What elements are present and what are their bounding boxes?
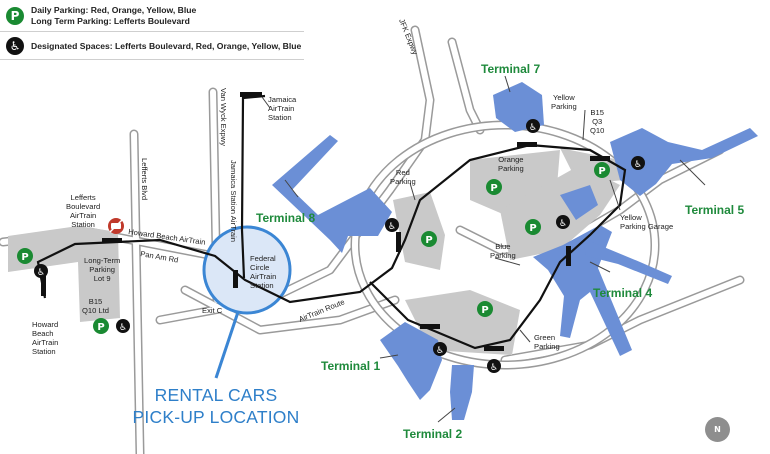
leader-lines (261, 75, 706, 423)
terminal-2-label: Terminal 2 (403, 427, 463, 441)
lefferts-station-label: Lefferts Boulevard AirTrain Station (66, 193, 101, 229)
terminal-1-station-bar (420, 324, 440, 329)
terminal-5-station-bar (590, 156, 610, 161)
parking-icon: P (6, 7, 24, 25)
wheelchair-icon: ♿ (526, 119, 540, 133)
parking-icon: P (486, 179, 502, 195)
lefferts-blvd-label: Lefferts Blvd (140, 158, 149, 200)
parking-markers: P P P P P P P (17, 162, 610, 334)
wheelchair-icon: ♿ (631, 156, 645, 170)
map-legend: P Daily Parking: Red, Orange, Yellow, Bl… (0, 0, 304, 60)
accessible-markers: ♿ ♿ ♿ ♿ ♿ ♿ ♿ ♿ (34, 119, 645, 373)
blue-garage-building (560, 185, 598, 220)
howard-beach-station-bar (41, 276, 46, 296)
wheelchair-icon: ♿ (556, 215, 570, 229)
svg-text:♿: ♿ (37, 268, 45, 278)
long-term-lot (8, 226, 120, 322)
svg-text:P: P (425, 235, 432, 246)
svg-text:♿: ♿ (559, 219, 567, 229)
legend-row-parking: P Daily Parking: Red, Orange, Yellow, Bl… (0, 0, 304, 32)
parking-icon: P (421, 231, 437, 247)
wheelchair-icon: ♿ (487, 359, 501, 373)
terminal-1-label: Terminal 1 (321, 359, 381, 373)
lefferts-station-bar (102, 238, 122, 243)
svg-text:♿: ♿ (529, 123, 537, 133)
terminal-8-building (272, 135, 392, 253)
svg-text:P: P (481, 305, 488, 316)
terminal-4-label: Terminal 4 (593, 286, 653, 300)
terminal-4-east-pier (582, 238, 672, 284)
red-lot (393, 192, 445, 270)
red-parking-label: Red Parking (390, 168, 416, 186)
howard-beach-station-label: Howard Beach AirTrain Station (32, 320, 59, 356)
north-arrow-icon: N (705, 417, 730, 442)
bus-b15-q3-q10-label: B15 Q3 Q10 (590, 108, 605, 135)
wheelchair-icon: ♿ (116, 319, 130, 333)
wheelchair-icon: ♿ (385, 218, 399, 232)
svg-text:♿: ♿ (634, 160, 642, 170)
svg-text:♿: ♿ (490, 363, 498, 373)
svg-text:P: P (97, 322, 104, 333)
legend-long-term-parking: Long Term Parking: Lefferts Boulevard (31, 16, 190, 26)
rental-pointer-line (214, 311, 240, 379)
jamaica-line-label: Jamaica Station AirTrain (229, 160, 238, 242)
exit-c-label: Exit C (202, 306, 223, 315)
north-label: N (714, 425, 721, 434)
federal-circle-station-bar (233, 270, 238, 288)
blue-parking-label: Blue Parking (490, 242, 516, 260)
legend-row-accessible: ♿ Designated Spaces: Lefferts Boulevard,… (0, 32, 304, 60)
terminal-1-building (380, 322, 442, 400)
svg-text:♿: ♿ (436, 346, 444, 356)
long-term-parking-label: Long-Term Parking Lot 9 (84, 256, 121, 283)
van-wyck-label: Van Wyck Expwy (219, 88, 228, 146)
rental-cars-line2: PICK-UP LOCATION (132, 407, 300, 427)
terminal-7-label: Terminal 7 (481, 62, 541, 76)
svg-text:♿: ♿ (388, 222, 396, 232)
jamaica-station-label: Jamaica AirTrain Station (268, 95, 297, 122)
terminal-2-building (450, 365, 474, 420)
terminal-4-building (533, 225, 632, 356)
rental-cars-line1: RENTAL CARS (154, 385, 278, 405)
parking-icon: P (525, 219, 541, 235)
yellow-parking-label: Yellow Parking (551, 93, 577, 111)
svg-text:P: P (490, 183, 497, 194)
wheelchair-icon: ♿ (6, 37, 24, 55)
station-markers (41, 92, 610, 351)
terminal-buildings (272, 82, 758, 420)
terminal-8-label: Terminal 8 (256, 211, 316, 225)
road-network (0, 25, 745, 454)
parking-icon: P (93, 318, 109, 334)
parking-icon: P (477, 301, 493, 317)
legend-daily-parking: Daily Parking: Red, Orange, Yellow, Blue (31, 5, 197, 15)
svg-text:P: P (21, 252, 28, 263)
green-parking-label: Green Parking (534, 333, 560, 351)
wheelchair-icon: ♿ (433, 342, 447, 356)
wheelchair-icon: ♿ (34, 264, 48, 278)
federal-circle-label: Federal Circle AirTrain Station (250, 254, 277, 290)
svg-text:P: P (529, 223, 536, 234)
rental-cars-callout: RENTAL CARS PICK-UP LOCATION (122, 384, 310, 428)
bus-b15-q10-label: B15 Q10 Ltd (82, 297, 110, 315)
parking-icon: P (594, 162, 610, 178)
terminal-8-station-bar (396, 232, 401, 252)
terminal-2-station-bar (484, 346, 504, 351)
legend-designated-spaces: Designated Spaces: Lefferts Boulevard, R… (31, 40, 302, 51)
yellow-garage-label: Yellow Parking Garage (620, 213, 674, 231)
jamaica-station-bar (240, 92, 262, 97)
svg-text:♿: ♿ (119, 323, 127, 333)
terminal-5-label: Terminal 5 (685, 203, 745, 217)
terminal-7-station-bar (517, 142, 537, 147)
terminal-4-station-bar (566, 246, 571, 266)
parking-icon: P (17, 248, 33, 264)
svg-text:P: P (598, 166, 605, 177)
federal-circle-highlight (202, 225, 292, 315)
bus-stop-icon (108, 218, 124, 234)
orange-parking-label: Orange Parking (498, 155, 524, 173)
terminal-5-building (610, 128, 758, 196)
